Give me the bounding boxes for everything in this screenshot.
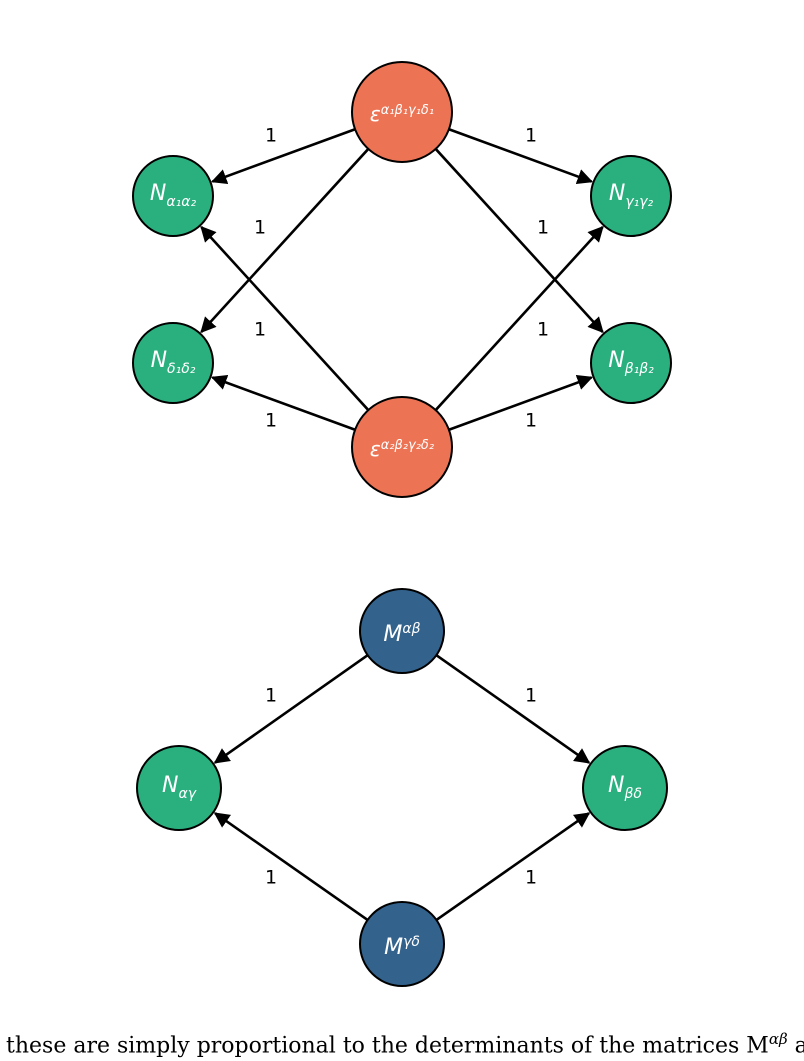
node-circle-eps2 bbox=[351, 396, 453, 498]
node-label-Mgd: Mγδ bbox=[384, 934, 420, 960]
node-label-eps1: εα₁β₁γ₁δ₁ bbox=[370, 102, 434, 126]
node-label-eps2: εα₂β₂γ₂δ₂ bbox=[370, 437, 434, 461]
edge-label-Mgd-to-Nag: 1 bbox=[265, 867, 277, 889]
node-circle-Mgd bbox=[359, 901, 445, 987]
edges-layer bbox=[200, 127, 604, 921]
node-label-Nag: Nαγ bbox=[162, 773, 197, 802]
caption-main: these are simply proportional to the det… bbox=[6, 1033, 769, 1059]
edge-label-eps2-to-Na: 1 bbox=[254, 217, 266, 239]
edge-eps2-to-Ng bbox=[434, 225, 604, 411]
node-label-Mab: Mαβ bbox=[383, 621, 420, 647]
node-label-Nd: Nδ₁δ₂ bbox=[151, 348, 196, 377]
edge-label-eps2-to-Nb: 1 bbox=[525, 410, 537, 432]
edge-eps1-to-Nb bbox=[434, 148, 604, 334]
node-Nbd: Nβδ bbox=[582, 745, 668, 831]
edge-eps2-to-Na bbox=[200, 225, 370, 411]
node-circle-Nb bbox=[590, 322, 672, 404]
node-Nd: Nδ₁δ₂ bbox=[132, 322, 214, 404]
edge-eps2-to-Nd bbox=[210, 374, 356, 432]
edge-label-eps2-to-Ng: 1 bbox=[537, 217, 549, 239]
edge-eps1-to-Na bbox=[210, 127, 356, 185]
edge-labels-layer: 1 1 1 1 1 1 1 1 1 1 1 1 bbox=[254, 125, 549, 889]
caption-text: these are simply proportional to the det… bbox=[0, 1024, 804, 1058]
nodes-layer: εα₁β₁γ₁δ₁ εα₂β₂γ₂δ₂ Nα₁α₂ Nδ₁δ₂ Nγ₁γ₂ Nβ₁β₂ Mα… bbox=[132, 61, 672, 987]
edge-label-eps1-to-Ng: 1 bbox=[525, 125, 537, 147]
caption-superscript: αβ bbox=[768, 1030, 788, 1048]
node-Nag: Nαγ bbox=[136, 745, 222, 831]
edge-eps1-to-Nd bbox=[200, 148, 370, 334]
edge-Mab-to-Nag bbox=[213, 654, 369, 764]
edge-label-Mab-to-Nbd: 1 bbox=[525, 685, 537, 707]
node-circle-Nag bbox=[136, 745, 222, 831]
node-Na: Nα₁α₂ bbox=[132, 155, 214, 237]
node-label-Nb: Nβ₁β₂ bbox=[608, 348, 654, 377]
node-Nb: Nβ₁β₂ bbox=[590, 322, 672, 404]
node-circle-Nd bbox=[132, 322, 214, 404]
edge-Mgd-to-Nag bbox=[213, 812, 369, 921]
node-label-Ng: Nγ₁γ₂ bbox=[609, 181, 654, 210]
edge-Mgd-to-Nbd bbox=[435, 812, 591, 921]
node-label-Nbd: Nβδ bbox=[608, 773, 642, 802]
node-circle-Mab bbox=[359, 588, 445, 674]
edge-label-eps1-to-Nd: 1 bbox=[254, 319, 266, 341]
edge-label-eps1-to-Nb: 1 bbox=[537, 319, 549, 341]
caption-tail: and bbox=[794, 1033, 804, 1059]
edge-eps2-to-Nb bbox=[448, 374, 594, 432]
node-circle-Na bbox=[132, 155, 214, 237]
node-eps2: εα₂β₂γ₂δ₂ bbox=[351, 396, 453, 498]
edge-eps1-to-Ng bbox=[448, 127, 594, 185]
node-Ng: Nγ₁γ₂ bbox=[590, 155, 672, 237]
node-Mgd: Mγδ bbox=[359, 901, 445, 987]
edge-Mab-to-Nbd bbox=[435, 654, 591, 764]
node-eps1: εα₁β₁γ₁δ₁ bbox=[351, 61, 453, 163]
edge-label-Mab-to-Nag: 1 bbox=[265, 685, 277, 707]
node-circle-Nbd bbox=[582, 745, 668, 831]
node-circle-eps1 bbox=[351, 61, 453, 163]
edge-label-eps1-to-Na: 1 bbox=[265, 125, 277, 147]
node-Mab: Mαβ bbox=[359, 588, 445, 674]
node-circle-Ng bbox=[590, 155, 672, 237]
edge-label-eps2-to-Nd: 1 bbox=[265, 410, 277, 432]
edge-label-Mgd-to-Nbd: 1 bbox=[525, 867, 537, 889]
node-label-Na: Nα₁α₂ bbox=[150, 181, 197, 210]
